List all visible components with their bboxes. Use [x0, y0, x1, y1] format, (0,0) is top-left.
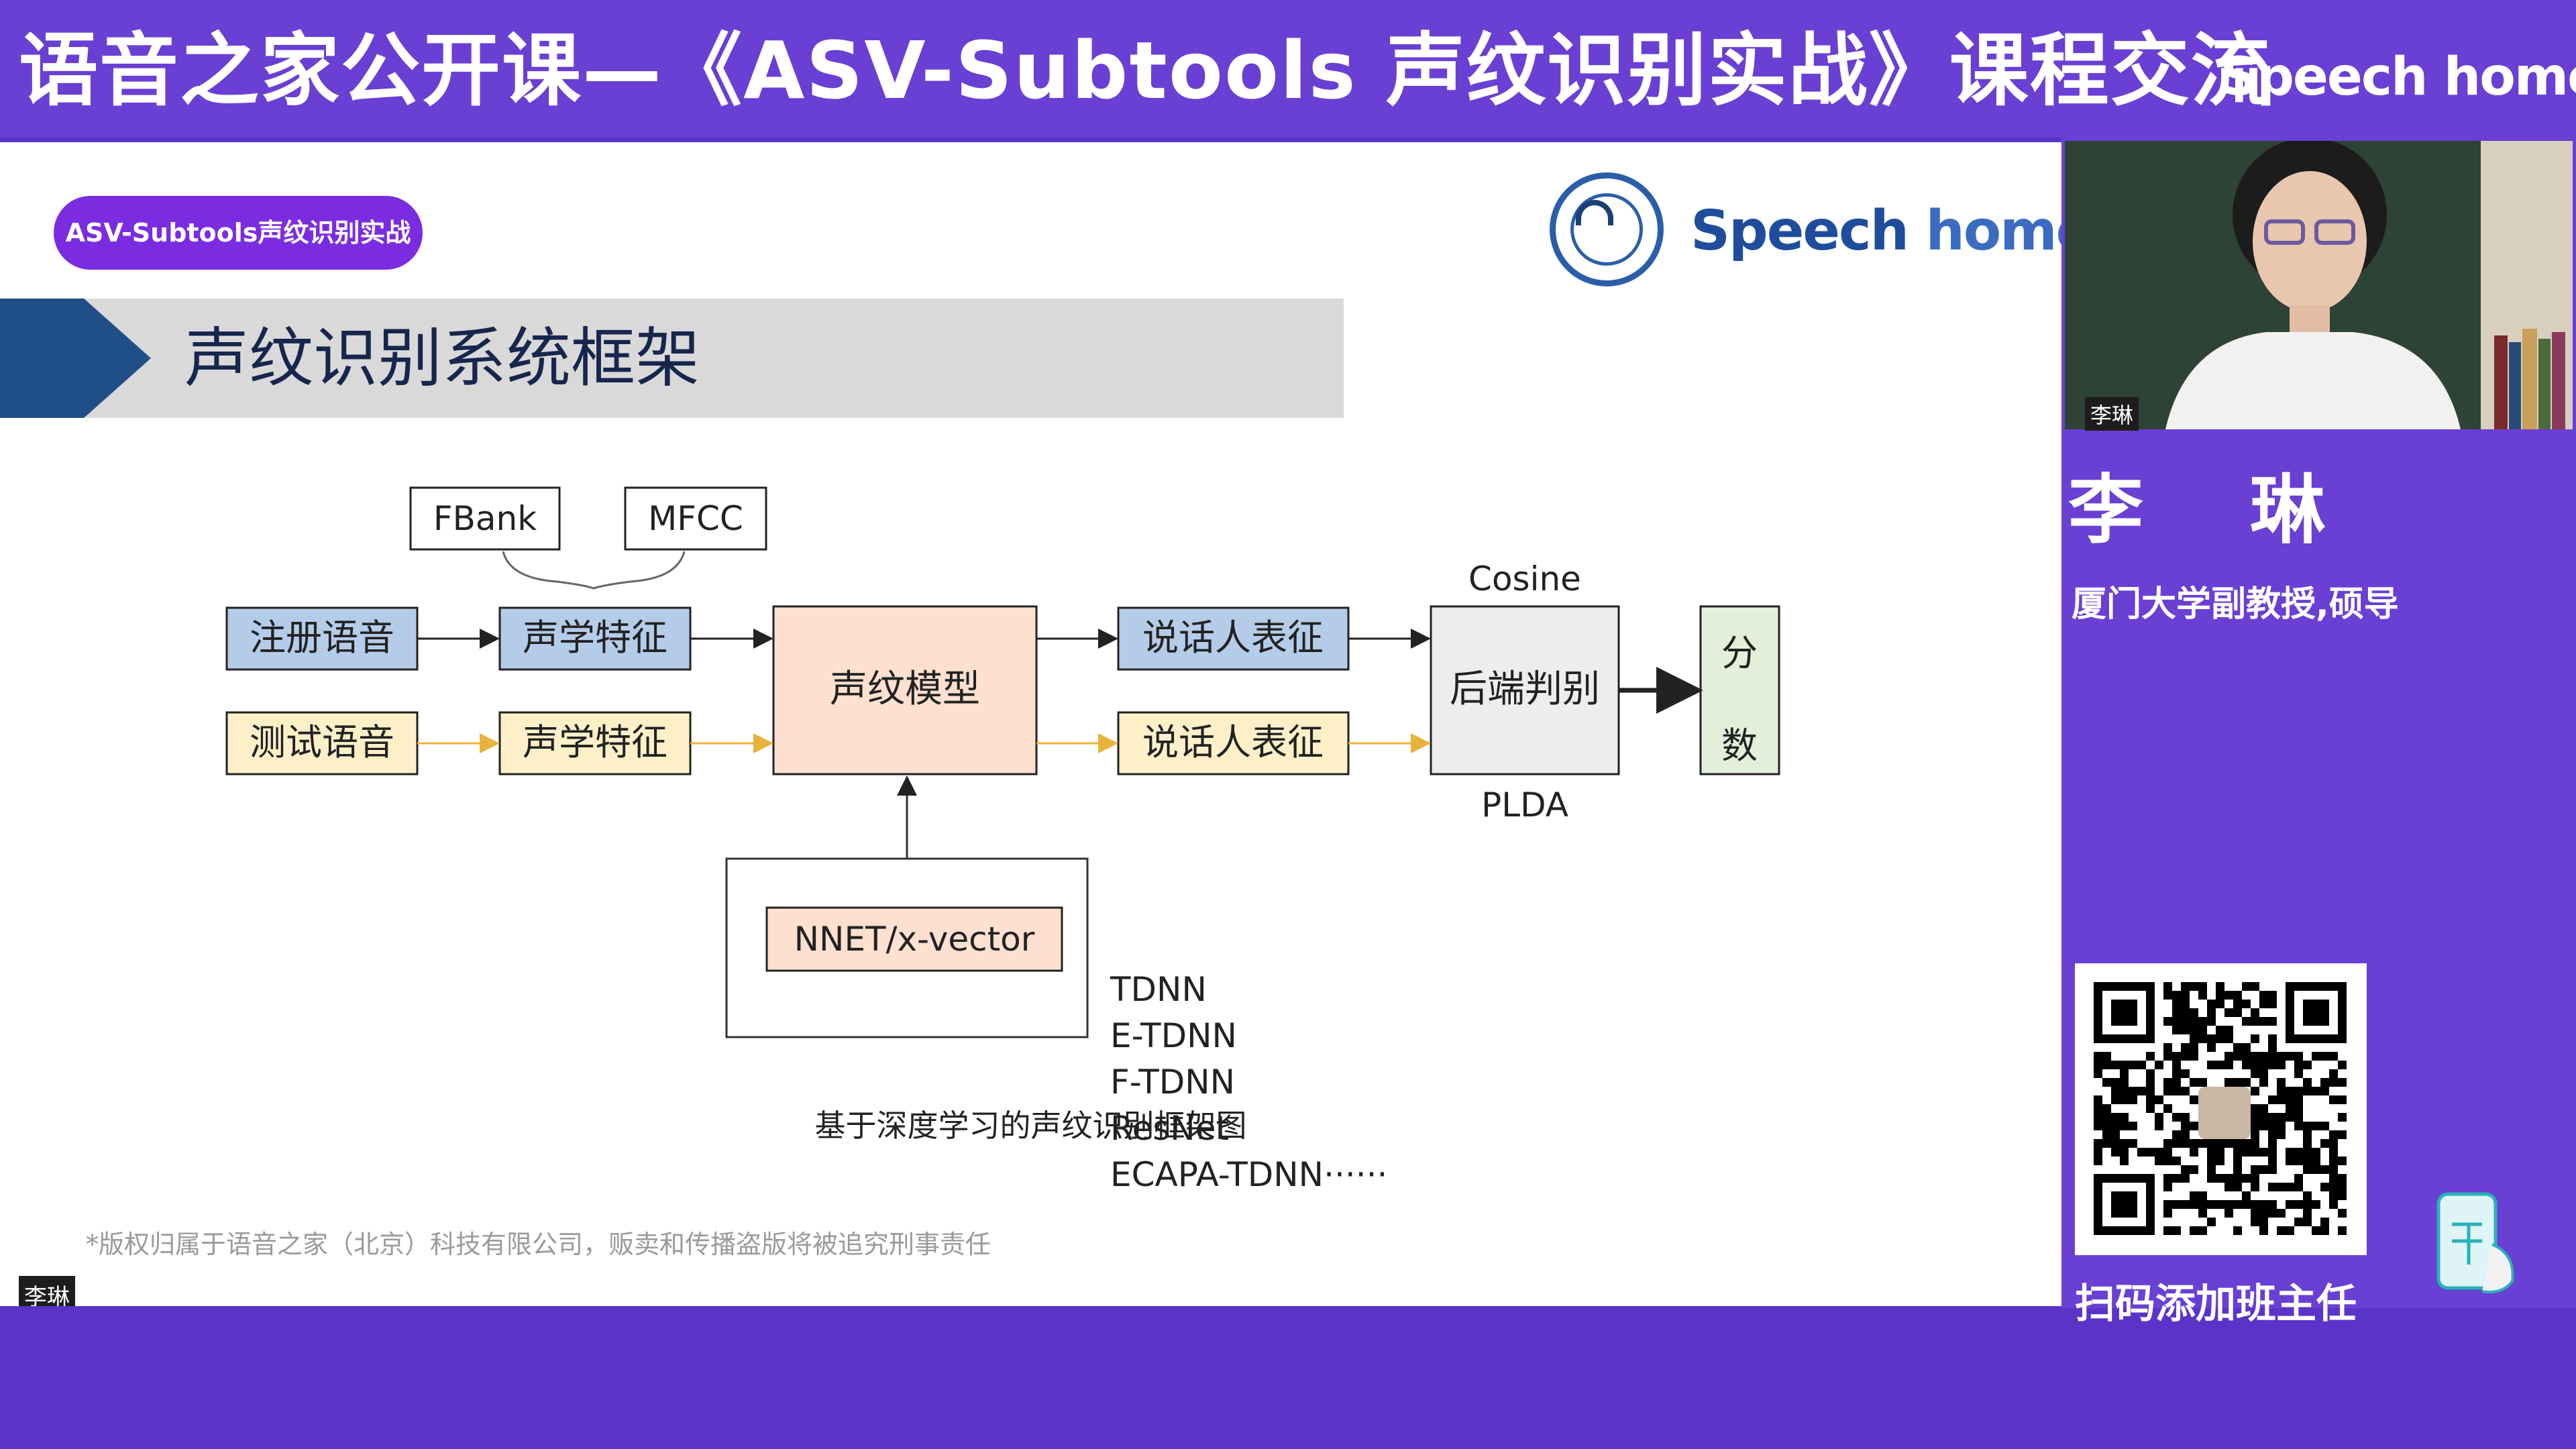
webcam-nametag: 李琳 — [2085, 397, 2139, 431]
course-title: 语音之家公开课—《ASV-Subtools 声纹识别实战》课程交流 — [19, 24, 2271, 117]
slide-heading: 声纹识别系统框架 — [184, 321, 700, 396]
svg-text:数: 数 — [1721, 724, 1758, 767]
slide-presenter-nametag: 李琳 — [19, 1276, 75, 1306]
backend-box: 后端判别 — [1430, 605, 1620, 775]
svg-text:分: 分 — [1721, 632, 1758, 674]
cosine-label: Cosine — [1468, 559, 1581, 598]
model-list-item: E-TDNN — [1110, 1016, 1237, 1055]
score-box: 分 数 — [1699, 605, 1780, 775]
slide-canvas: ASV-Subtools声纹识别实战 Speech home 声纹识别系统框架 … — [0, 142, 2061, 1306]
top-banner — [0, 0, 2576, 138]
phone-hand-icon — [2436, 1192, 2514, 1293]
voiceprint-model-box: 声纹模型 — [772, 605, 1038, 775]
svg-text:说话人表征: 说话人表征 — [1142, 721, 1324, 763]
acoustic-feature-box-1: 声学特征 — [498, 606, 692, 671]
svg-text:声学特征: 声学特征 — [523, 721, 667, 763]
nnet-box: NNET/x-vector — [765, 906, 1063, 972]
speaker-repr-box-1: 说话人表征 — [1117, 606, 1350, 671]
heading-band — [0, 299, 1344, 418]
model-list-item: F-TDNN — [1110, 1063, 1235, 1102]
enroll-speech-box: 注册语音 — [225, 606, 419, 671]
svg-text:MFCC: MFCC — [648, 499, 743, 538]
framework-diagram: FBank MFCC 注册语音 声学特征 说话人表征 测试语音 声学特征 — [225, 486, 1780, 1194]
slide-brand-logo: Speech home — [1690, 199, 2061, 263]
acoustic-feature-box-2: 声学特征 — [498, 711, 692, 775]
svg-text:声纹模型: 声纹模型 — [830, 667, 980, 711]
svg-text:说话人表征: 说话人表征 — [1142, 616, 1324, 659]
speaker-name: 李 琳 — [2068, 467, 2365, 554]
brand-logo-text: Speech home — [2220, 47, 2576, 107]
svg-text:NNET/x-vector: NNET/x-vector — [794, 920, 1035, 959]
fbank-box: FBank — [409, 486, 561, 551]
model-list-item: ECAPA-TDNN······ — [1110, 1155, 1387, 1194]
mfcc-box: MFCC — [624, 486, 767, 551]
svg-text:测试语音: 测试语音 — [250, 721, 394, 763]
test-speech-box: 测试语音 — [225, 711, 419, 775]
svg-text:注册语音: 注册语音 — [250, 616, 394, 659]
presenter-figure-icon — [2065, 141, 2573, 429]
presenter-webcam-video — [2065, 141, 2573, 429]
heading-arrow-icon — [0, 299, 151, 418]
copyright-notice: *版权归属于语音之家（北京）科技有限公司，贩卖和传播盗版将被追究刑事责任 — [86, 1230, 991, 1259]
course-badge: ASV-Subtools声纹识别实战 — [54, 196, 423, 270]
model-list-item: TDNN — [1110, 970, 1207, 1009]
speech-home-seal-icon — [1550, 172, 1664, 286]
qr-code-label: 扫码添加班主任 — [2075, 1281, 2357, 1328]
qr-code-icon — [2094, 982, 2347, 1235]
speaker-repr-box-2: 说话人表征 — [1117, 711, 1350, 775]
speaker-title: 厦门大学副教授,硕导 — [2072, 584, 2399, 625]
svg-text:FBank: FBank — [433, 499, 537, 538]
svg-text:后端判别: 后端判别 — [1450, 667, 1600, 711]
plda-label: PLDA — [1481, 786, 1568, 824]
model-list-item: ResNet — [1110, 1109, 1229, 1148]
diagram-caption: 基于深度学习的声纹识别框架图 — [814, 1108, 1247, 1144]
feature-brace — [502, 551, 686, 590]
qr-code[interactable] — [2075, 963, 2367, 1255]
svg-text:声学特征: 声学特征 — [523, 616, 667, 659]
